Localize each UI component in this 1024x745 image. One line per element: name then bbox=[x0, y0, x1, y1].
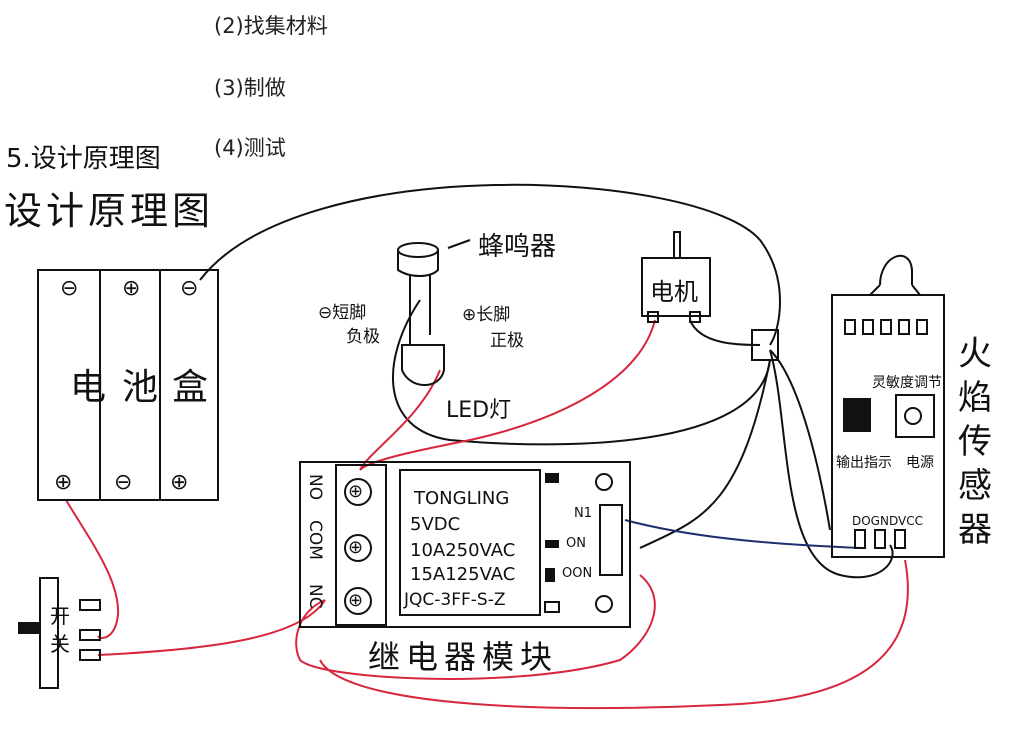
led-bulb bbox=[401, 344, 445, 386]
relay-pin-oon: OON bbox=[562, 566, 593, 581]
sensor-output-label: 输出指示 bbox=[836, 455, 892, 471]
relay-line-4: 15A125VAC bbox=[410, 564, 516, 585]
junction-node bbox=[751, 329, 779, 361]
relay-line-5: JQC-3FF-S-Z bbox=[404, 590, 506, 610]
led-neg-label-1: ⊖短脚 bbox=[318, 303, 367, 323]
relay-pin-on: ON bbox=[566, 536, 586, 551]
battery-terminal-bottom-3: ⊕ bbox=[170, 470, 189, 495]
battery-box bbox=[37, 269, 219, 501]
sensor-label-3: 传 bbox=[958, 422, 992, 462]
wire-battery-to-switch bbox=[65, 499, 120, 639]
switch-label-2: 关 bbox=[50, 632, 70, 656]
motor-label: 电机 bbox=[650, 278, 698, 306]
led-neg-label-2: 负极 bbox=[346, 327, 380, 347]
battery-terminal-bottom-1: ⊕ bbox=[54, 470, 73, 495]
sensor-label-1: 火 bbox=[958, 334, 992, 374]
battery-label-2: 池 bbox=[122, 367, 159, 408]
led-pos-label-1: ⊕长脚 bbox=[462, 305, 511, 325]
battery-terminal-top-1: ⊖ bbox=[60, 276, 79, 301]
relay-terminal-1: ⊕ bbox=[348, 481, 364, 502]
flame-sensor-board bbox=[831, 294, 945, 558]
sensor-label-2: 焰 bbox=[958, 378, 992, 418]
buzzer-top bbox=[397, 242, 439, 258]
relay-title: 继电器模块 bbox=[368, 638, 559, 676]
wire-switch-to-relay bbox=[97, 599, 326, 656]
battery-label-1: 电 bbox=[70, 367, 107, 408]
battery-terminal-top-2: ⊕ bbox=[122, 276, 141, 301]
sensor-label-4: 感 bbox=[958, 466, 992, 506]
sensor-label-5: 器 bbox=[958, 510, 992, 550]
relay-line-2: 5VDC bbox=[410, 514, 461, 535]
relay-pin-n1: N1 bbox=[574, 506, 592, 521]
relay-line-3: 10A250VAC bbox=[410, 540, 516, 561]
sensor-power-label: 电源 bbox=[906, 455, 934, 471]
section-heading: 5.设计原理图 bbox=[6, 144, 161, 174]
step-2: (2)找集材料 bbox=[214, 14, 328, 38]
buzzer-label: 蜂鸣器 bbox=[478, 232, 557, 262]
wire-motor-to-relay bbox=[359, 319, 656, 471]
wire-node-to-sensor bbox=[769, 349, 894, 579]
relay-line-1: TONGLING bbox=[414, 488, 510, 509]
sensor-sensitivity-label: 灵敏度调节 bbox=[872, 375, 942, 391]
battery-label-3: 盒 bbox=[172, 367, 209, 408]
wire-relay-top-loop bbox=[639, 359, 771, 549]
led-pos-label-2: 正极 bbox=[490, 331, 524, 351]
battery-terminal-bottom-2: ⊖ bbox=[114, 470, 133, 495]
wire-sensor-to-relay-bottom bbox=[319, 559, 909, 709]
relay-pin-com: COM bbox=[305, 520, 325, 560]
step-3: (3)制做 bbox=[214, 76, 286, 100]
wire-battery-to-motor bbox=[199, 183, 781, 346]
wire-relay-to-sensor-do bbox=[624, 519, 861, 549]
battery-terminal-top-3: ⊖ bbox=[180, 276, 199, 301]
wire-relay-loop bbox=[295, 574, 656, 680]
wire-motor-to-node bbox=[689, 319, 761, 346]
switch-label-1: 开 bbox=[50, 604, 70, 628]
wire-node-to-relay bbox=[769, 349, 831, 531]
relay-terminal-2: ⊕ bbox=[348, 537, 364, 558]
relay-pin-nc: NC bbox=[305, 584, 325, 609]
wire-buzzer-loop bbox=[392, 299, 771, 446]
step-4: (4)测试 bbox=[214, 136, 286, 160]
sensor-pin-labels: DOGNDVCC bbox=[852, 514, 923, 528]
relay-pin-no: NO bbox=[305, 474, 325, 501]
relay-board bbox=[299, 461, 631, 628]
relay-terminal-3: ⊕ bbox=[348, 590, 364, 611]
led-label: LED灯 bbox=[446, 398, 512, 423]
page-title: 设计原理图 bbox=[4, 189, 215, 233]
